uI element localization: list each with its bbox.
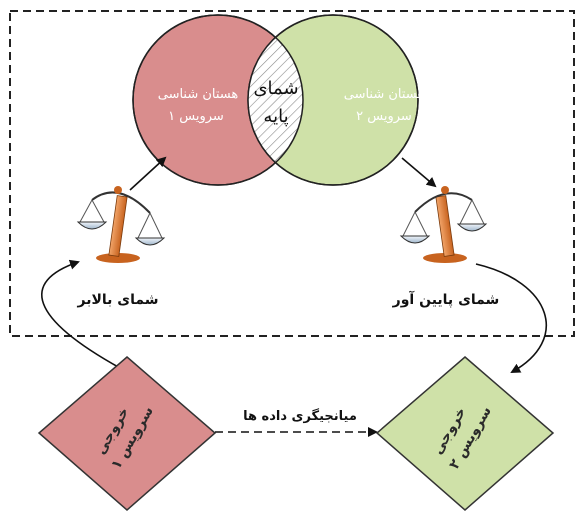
left-balance-scale-icon bbox=[76, 186, 166, 263]
right-circle-line2: سرویس ۲ bbox=[356, 109, 412, 124]
right-balance-scale-icon bbox=[399, 186, 488, 263]
arrow-scale-to-circle-1 bbox=[129, 156, 167, 191]
left-circle-line1: هستان شناسی bbox=[158, 87, 239, 102]
right-circle-line1: هستان شناسی bbox=[344, 87, 425, 102]
venn-diagram: هستان شناسی سرویس ۱ هستان شناسی سرویس ۲ … bbox=[132, 14, 425, 186]
output-service-1-box: خروجی سرویس ۱ bbox=[37, 356, 217, 511]
base-schema-intersection bbox=[248, 15, 303, 185]
arrow-circle2-to-scale bbox=[401, 157, 437, 188]
intersection-line1: شمای bbox=[253, 78, 298, 99]
output-service-2-box: خروجی سرویس ۲ bbox=[375, 356, 555, 511]
left-circle-line2: سرویس ۱ bbox=[168, 109, 224, 124]
upscale-schema-label: شمای بالابر bbox=[76, 292, 158, 308]
arrow-scale-to-output2 bbox=[475, 263, 548, 373]
dashed-boundary bbox=[9, 10, 575, 337]
downscale-schema-label: شمای پایین آور bbox=[392, 290, 500, 308]
data-mediation-label: میانجیگری داده ها bbox=[243, 408, 357, 424]
arrow-output1-to-scale bbox=[41, 259, 121, 369]
intersection-line2: پایه bbox=[263, 106, 288, 127]
